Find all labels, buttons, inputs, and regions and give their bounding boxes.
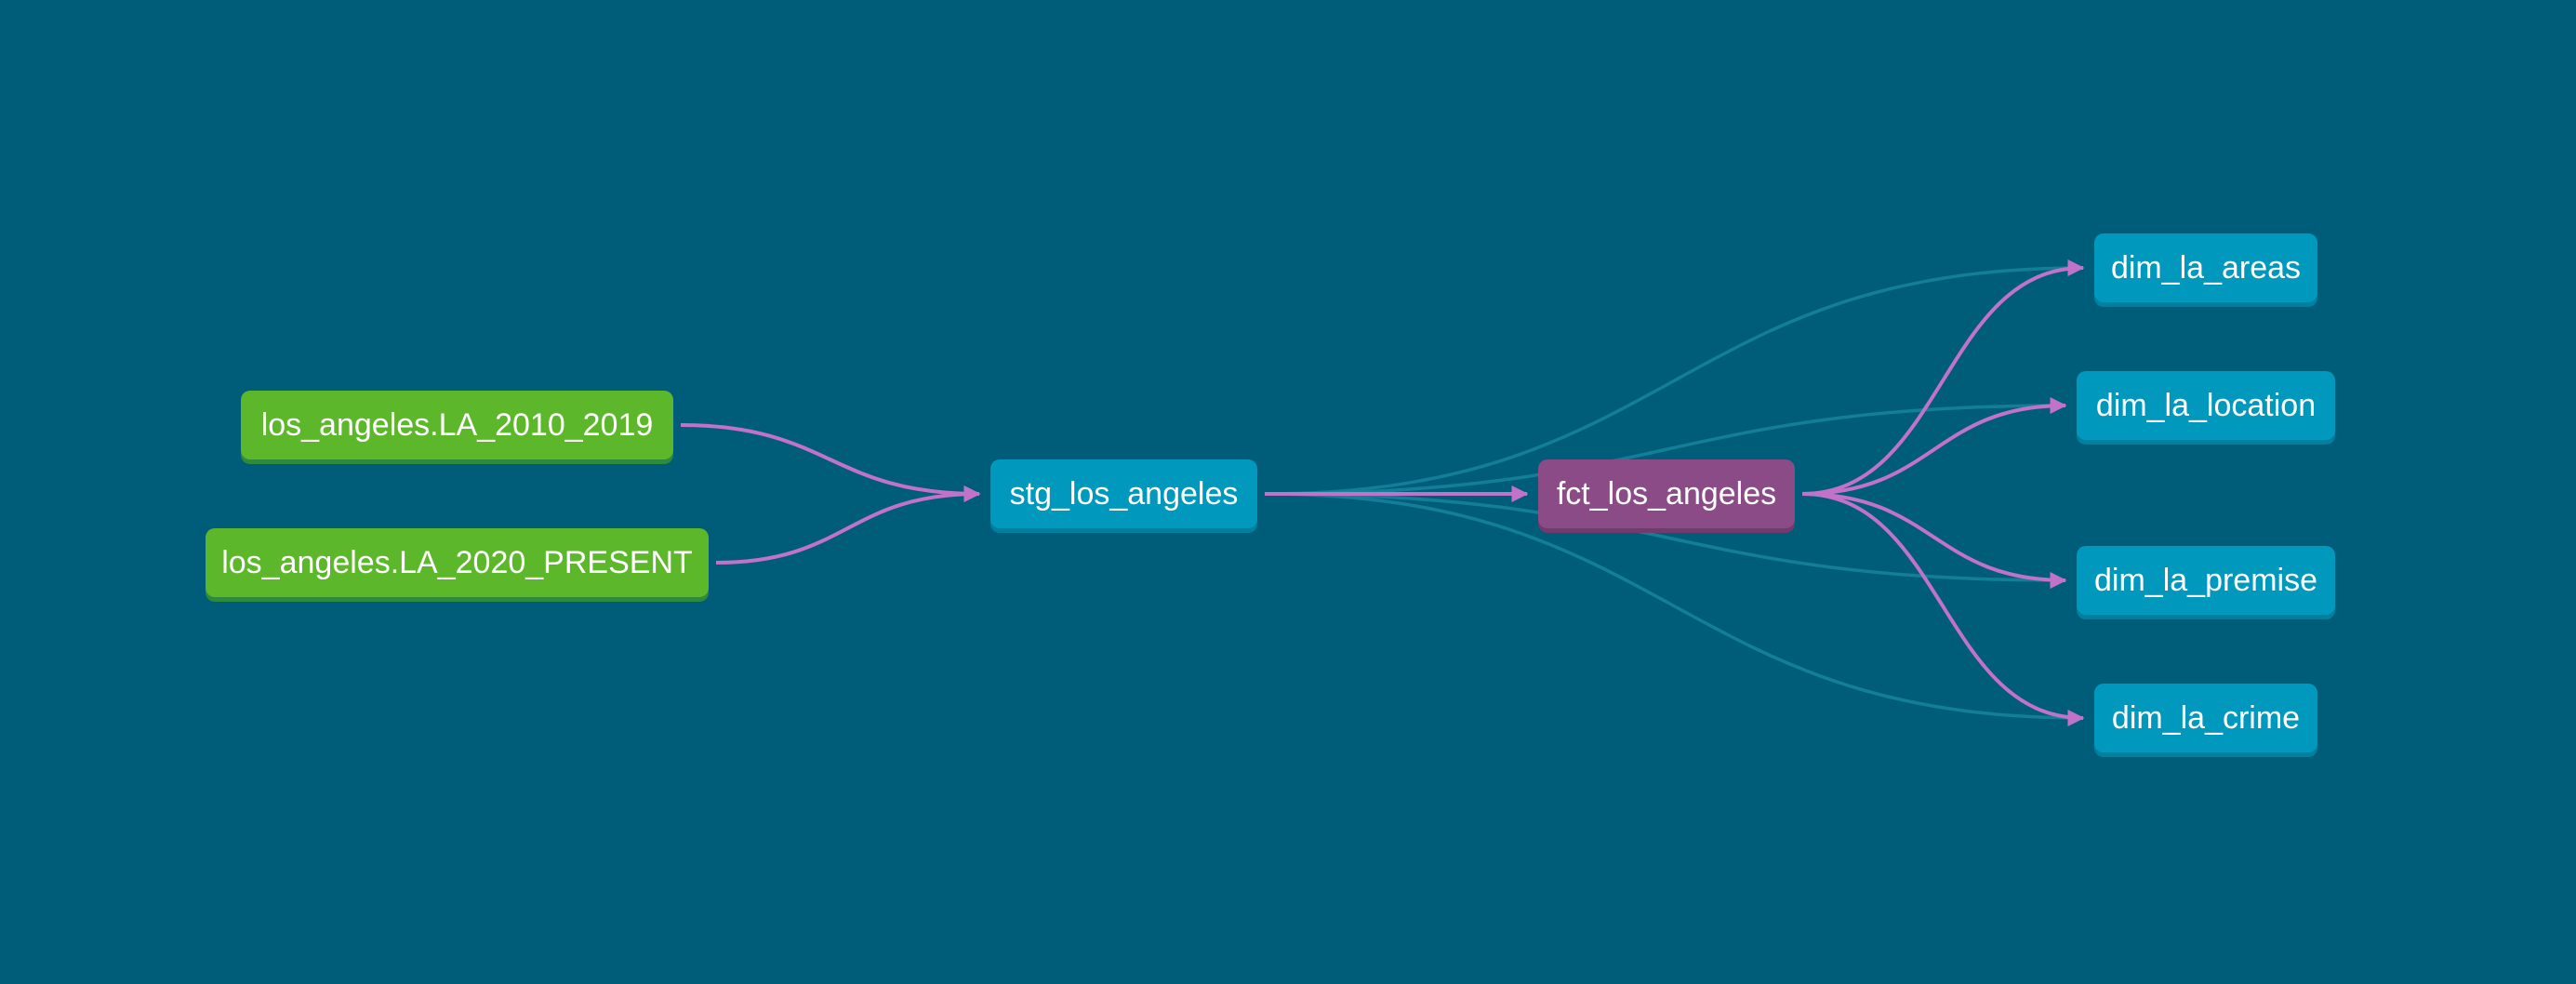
node-label: fct_los_angeles (1556, 475, 1777, 512)
model-node-dim-la-crime[interactable]: dim_la_crime (2094, 684, 2317, 752)
node-label: los_angeles.LA_2020_PRESENT (221, 544, 693, 580)
edge-stg-to-dim_premise (1264, 492, 2066, 582)
node-label: stg_los_angeles (1009, 475, 1239, 512)
model-node-dim-la-premise[interactable]: dim_la_premise (2077, 546, 2335, 615)
edge-fct-to-dim_areas (1801, 259, 2085, 496)
edge-fct-to-dim_crime (1801, 492, 2085, 726)
model-node-stg-los-angeles[interactable]: stg_los_angeles (990, 459, 1257, 528)
edge-stg-to-dim_areas (1264, 266, 2084, 496)
node-label: los_angeles.LA_2010_2019 (260, 406, 654, 443)
edge-stg-to-dim_crime (1264, 492, 2084, 720)
edge-stg-to-dim_location (1264, 404, 2066, 496)
model-node-fct-los-angeles-selected[interactable]: fct_los_angeles (1538, 459, 1795, 528)
node-label: dim_la_location (2095, 387, 2317, 423)
node-label: dim_la_crime (2111, 699, 2301, 736)
node-label: dim_la_premise (2094, 562, 2317, 598)
edge-src_2010-to-stg (680, 423, 981, 502)
edge-src_2020-to-stg (715, 485, 981, 565)
edge-fct-to-dim_location (1801, 397, 2067, 496)
model-node-dim-la-areas[interactable]: dim_la_areas (2094, 233, 2317, 302)
node-label: dim_la_areas (2110, 249, 2302, 286)
edge-fct-to-dim_premise (1801, 492, 2067, 589)
source-node-la-2020-present[interactable]: los_angeles.LA_2020_PRESENT (206, 528, 709, 597)
model-node-dim-la-location[interactable]: dim_la_location (2077, 371, 2335, 440)
source-node-la-2010-2019[interactable]: los_angeles.LA_2010_2019 (241, 391, 673, 459)
